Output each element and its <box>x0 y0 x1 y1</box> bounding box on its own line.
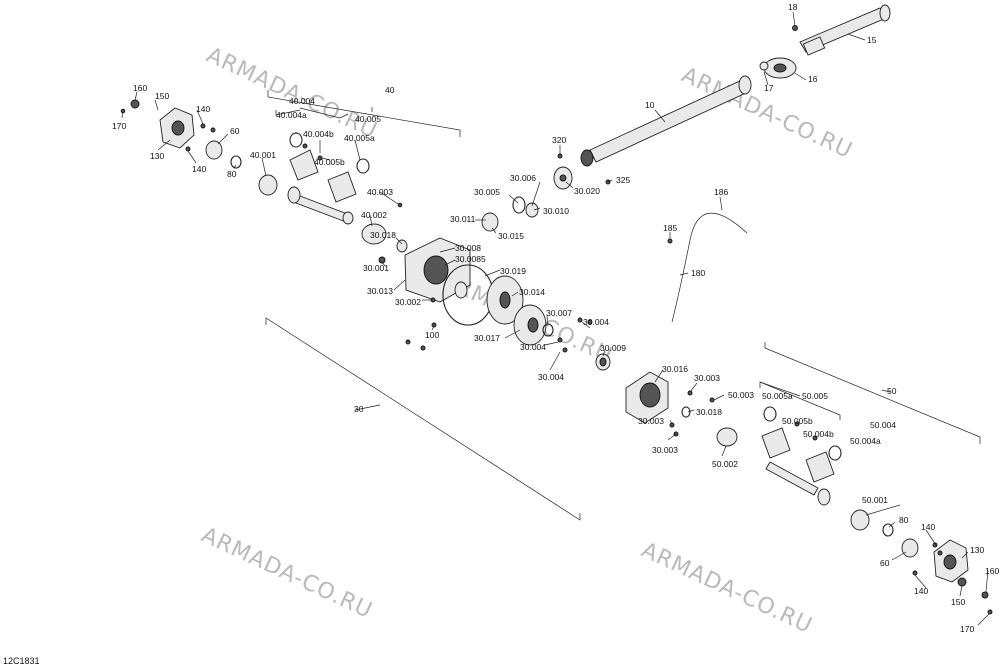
callout: 160 <box>985 566 999 576</box>
callout: 325 <box>616 175 630 185</box>
callout: 140 <box>914 586 928 596</box>
callout: 40.004b <box>303 129 334 139</box>
callout: 30.006 <box>510 173 536 183</box>
callout: 30.015 <box>498 231 524 241</box>
callout: 30.013 <box>367 286 393 296</box>
callout: 50.002 <box>712 459 738 469</box>
callout: 50.005a <box>762 391 793 401</box>
callout: 30.004 <box>538 372 564 382</box>
differential-group <box>378 196 715 437</box>
callout: 40.005a <box>344 133 375 143</box>
callout: 50.003 <box>728 390 754 400</box>
callout: 30.010 <box>543 206 569 216</box>
callout: 50.004b <box>803 429 834 439</box>
leader-lines <box>121 11 990 626</box>
callout: 18 <box>788 2 798 12</box>
callout: 30.001 <box>363 263 389 273</box>
callout: 40.003 <box>367 187 393 197</box>
callout: 30.019 <box>500 266 526 276</box>
callout: 50 <box>887 386 897 396</box>
callout: 50.005b <box>782 416 813 426</box>
callout: 17 <box>764 83 774 93</box>
callout: 150 <box>951 597 965 607</box>
group-brackets <box>265 90 981 521</box>
callout: 80 <box>227 169 237 179</box>
callout: 30.002 <box>395 297 421 307</box>
callout: 40.002 <box>361 210 387 220</box>
callout: 40 <box>385 85 395 95</box>
callout: 30.004 <box>520 342 546 352</box>
left-drive-shaft-group <box>120 99 403 245</box>
callout: 180 <box>691 268 705 278</box>
callout: 30.020 <box>574 186 600 196</box>
callout: 30.004 <box>583 317 609 327</box>
watermark: ARMADA-CO.RU <box>677 63 856 164</box>
callout: 170 <box>112 121 126 131</box>
callout: 30.003 <box>652 445 678 455</box>
callout: 40.005b <box>314 157 345 167</box>
propeller-shaft-group <box>553 4 891 190</box>
callout: 130 <box>150 151 164 161</box>
callout: 40.005 <box>355 114 381 124</box>
callout: 320 <box>552 135 566 145</box>
callout: 50.004 <box>870 420 896 430</box>
callout: 40.001 <box>250 150 276 160</box>
callout: 30.018 <box>696 407 722 417</box>
watermark: ARMADA-CO.RU <box>637 538 816 639</box>
callout: 60 <box>230 126 240 136</box>
callout: 30.018 <box>370 230 396 240</box>
callout: 186 <box>714 187 728 197</box>
callout-labels: 18 15 16 17 10 320 325 30.020 30.006 30.… <box>112 2 999 634</box>
callout: 50.001 <box>862 495 888 505</box>
callout: 30.007 <box>546 308 572 318</box>
callout: 80 <box>899 515 909 525</box>
callout: 30 <box>354 404 364 414</box>
callout: 30.003 <box>694 373 720 383</box>
callout: 30.009 <box>600 343 626 353</box>
drawing-code: 12C1831 <box>3 656 40 666</box>
callout: 30.003 <box>638 416 664 426</box>
callout: 170 <box>960 624 974 634</box>
callout: 30.008 <box>455 243 481 253</box>
callout: 40.004 <box>289 96 315 106</box>
callout: 50.004a <box>850 436 881 446</box>
callout: 30.016 <box>662 364 688 374</box>
callout: 130 <box>970 545 984 555</box>
callout: 50.005 <box>802 391 828 401</box>
callout: 15 <box>867 35 877 45</box>
callout: 30.017 <box>474 333 500 343</box>
watermark: ARMADA-CO.RU <box>197 523 376 624</box>
callout: 30.0085 <box>455 254 486 264</box>
callout: 60 <box>880 558 890 568</box>
callout: 160 <box>133 83 147 93</box>
callout: 30.014 <box>519 287 545 297</box>
callout: 185 <box>663 223 677 233</box>
callout: 30.011 <box>450 214 476 224</box>
callout: 16 <box>808 74 818 84</box>
callout: 30.005 <box>474 187 500 197</box>
breather-hose-group <box>667 212 748 323</box>
callout: 140 <box>192 164 206 174</box>
callout: 150 <box>155 91 169 101</box>
callout: 100 <box>425 330 439 340</box>
right-drive-shaft-group <box>716 406 993 615</box>
callout: 140 <box>921 522 935 532</box>
callout: 10 <box>645 100 655 110</box>
callout: 40.004a <box>276 110 307 120</box>
callout: 140 <box>196 104 210 114</box>
